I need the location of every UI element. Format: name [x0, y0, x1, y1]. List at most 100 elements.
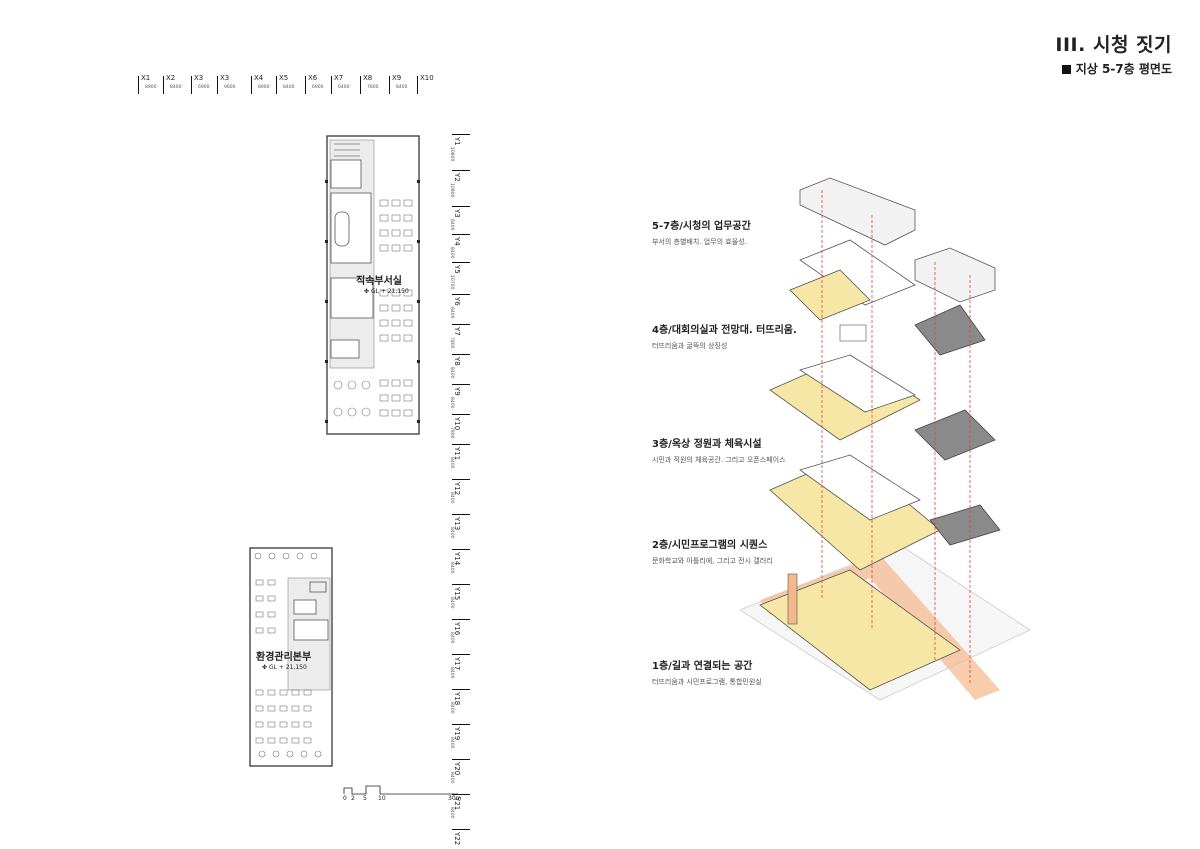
floor-label-1: 1층/길과 연결되는 공간 터뜨리움과 시민프로그램, 통합민원실 [652, 657, 762, 687]
scale-bar: 0 2 5 10 30m [340, 778, 462, 808]
level-label-upper: ✤ GL + 21,150 [364, 288, 409, 295]
floor-number: 3층/ [652, 439, 672, 450]
floor-name: 옥상 정원과 체육시설 [671, 439, 762, 450]
floor-4-accent [789, 269, 871, 321]
floor-number: 2층/ [652, 540, 672, 551]
floor-2-dark-block [929, 504, 1001, 546]
x-grid-cell: X5 8400 [276, 74, 306, 94]
level-label-lower: ✤ GL + 21,150 [262, 664, 307, 671]
level-value-upper: GL + 21,150 [370, 288, 409, 295]
x-grid-dim: 8400 [170, 85, 182, 90]
floor-4-dark-block [914, 304, 986, 356]
scale-tick: 30m [448, 795, 462, 802]
x-grid-dim: 6900 [198, 85, 210, 90]
x-grid-label: X4 [254, 74, 264, 82]
floor-heading: 3층/옥상 정원과 체육시설 [652, 435, 786, 450]
chimney [787, 573, 798, 625]
page-subtitle: 지상 5-7층 평면도 [1061, 60, 1172, 77]
x-grid-dim: 6900 [312, 85, 324, 90]
scale-bar-graphic [343, 785, 458, 795]
upper-plan [325, 135, 420, 435]
floor-name: 대회의실과 전망대. 터뜨리움. [671, 325, 797, 336]
floor-5-7-mass [799, 177, 916, 246]
floor-name: 시민프로그램의 시퀀스 [671, 540, 768, 551]
scale-tick: 10 [378, 795, 386, 802]
x-grid-label: X1 [141, 74, 151, 82]
x-grid-label: X8 [363, 74, 373, 82]
floor-label-4: 4층/대회의실과 전망대. 터뜨리움. 터뜨리움과 굴뚝의 상징성 [652, 321, 797, 351]
floor-number: 4층/ [652, 325, 672, 336]
floor-number: 5-7층/ [652, 221, 683, 232]
floor-name: 시청의 업무공간 [682, 221, 751, 232]
x-grid-label: X2 [166, 74, 176, 82]
subtitle-text: 지상 5-7층 평면도 [1075, 62, 1172, 76]
x-grid-label: X5 [279, 74, 289, 82]
lower-plan [249, 547, 333, 767]
floor-description: 부서의 층별배치. 업무의 효율성. [652, 238, 747, 246]
floor-label-2: 2층/시민프로그램의 시퀀스 문화학교와 아틀리에, 그리고 전시 갤러리 [652, 536, 773, 566]
y-grid-cell: Y22 [452, 829, 470, 848]
level-value-lower: GL + 21,150 [268, 664, 307, 671]
x-grid-cell: X1 8900 [138, 74, 164, 94]
floor-heading: 4층/대회의실과 전망대. 터뜨리움. [652, 321, 797, 336]
square-bullet-icon [1061, 65, 1071, 74]
x-grid-cell: X3 9600 [217, 74, 252, 94]
floor-name: 길과 연결되는 공간 [671, 661, 753, 672]
x-grid-cell: X10 [417, 74, 438, 94]
x-grid-dim: 8900 [258, 85, 270, 90]
floor-3-dark-block [914, 409, 996, 461]
floor-label-5-7: 5-7층/시청의 업무공간 부서의 층별배치. 업무의 효율성. [652, 217, 751, 247]
room-label-upper: 직속부서실 [356, 276, 402, 287]
floor-4-box [839, 324, 867, 342]
x-grid-dim: 8400 [283, 85, 295, 90]
vertical-guides [821, 190, 971, 685]
x-grid-dim: 8900 [145, 85, 157, 90]
floor-description: 문화학교와 아틀리에, 그리고 전시 갤러리 [652, 557, 773, 565]
floor-2-office [799, 454, 921, 521]
x-grid-dim: 7800 [367, 85, 379, 90]
scale-tick: 5 [363, 795, 367, 802]
x-grid-label: X3 [194, 74, 204, 82]
floor-3-office [799, 354, 916, 413]
floor-description: 터뜨리움과 시민프로그램, 통합민원실 [652, 678, 762, 686]
scale-tick: 0 [343, 795, 347, 802]
floor-5-7-side-mass [914, 247, 996, 303]
x-grid-label: X9 [392, 74, 402, 82]
room-label-lower: 환경관리본부 [256, 652, 312, 663]
x-grid-dim: 6400 [338, 85, 350, 90]
floor-label-3: 3층/옥상 정원과 체육시설 시민과 직원의 체육공간. 그리고 오픈스페이스 [652, 435, 786, 465]
floor-heading: 5-7층/시청의 업무공간 [652, 217, 751, 232]
x-grid-cell: X3 6900 [191, 74, 218, 94]
x-grid-cell: X4 8900 [251, 74, 277, 94]
scale-tick: 2 [351, 795, 355, 802]
x-grid-dim: 9600 [224, 85, 236, 90]
x-grid-label: X3 [220, 74, 230, 82]
floor-1-slab [759, 569, 961, 691]
